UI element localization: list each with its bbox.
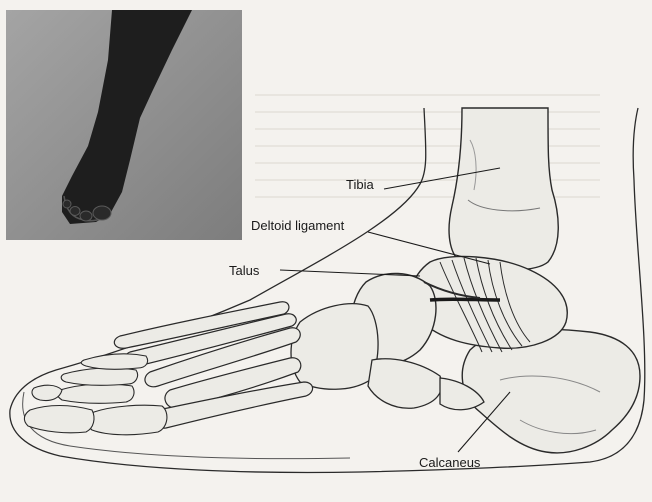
calcaneus-bone xyxy=(462,329,640,452)
label-talus: Talus xyxy=(229,263,259,278)
label-deltoid-ligament: Deltoid ligament xyxy=(251,218,344,233)
tibia-bone xyxy=(449,108,558,270)
toe-bones xyxy=(24,354,167,435)
label-calcaneus: Calcaneus xyxy=(419,455,480,470)
foot-photo xyxy=(6,10,242,240)
label-tibia: Tibia xyxy=(346,177,374,192)
